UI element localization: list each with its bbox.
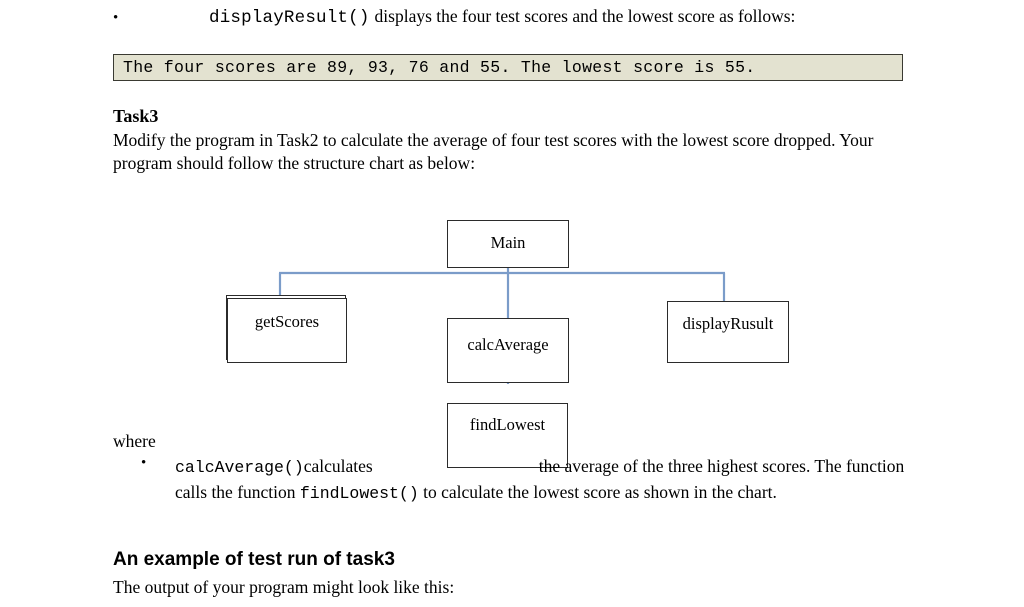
chart-node-displayrusult-label: displayRusult [682, 314, 774, 333]
bullet-display-result: • displayResult() displays the four test… [113, 6, 913, 28]
sample-output-box: The four scores are 89, 93, 76 and 55. T… [113, 54, 903, 81]
structure-chart: Main getScores getScores calcAverage dis… [0, 200, 1024, 485]
calc-average-text-2: the average of the three highest scores.… [175, 456, 905, 502]
example-run-heading: An example of test run of task3 [113, 549, 395, 570]
where-label: where [113, 431, 156, 451]
bullet-marker-icon: • [141, 455, 147, 471]
chart-node-displayrusult: displayRusult [667, 301, 789, 363]
display-result-text: displays the four test scores and the lo… [374, 6, 796, 26]
calc-average-text-3: to calculate the lowest score as shown i… [423, 482, 777, 502]
chart-node-calcaverage: calcAverage [447, 318, 569, 383]
calc-average-code: calcAverage() [175, 458, 304, 477]
example-run-subtext: The output of your program might look li… [113, 577, 455, 597]
chart-node-findlowest: findLowest [447, 403, 568, 468]
bullet-marker-icon: • [113, 10, 119, 26]
chart-node-main: Main [447, 220, 569, 268]
chart-node-calcaverage-label: calcAverage [467, 335, 549, 354]
task3-paragraph: Modify the program in Task2 to calculate… [113, 130, 874, 173]
task3-heading: Task3 [113, 106, 159, 126]
chart-node-getscores-label: getScores [254, 312, 320, 331]
sample-output-text: The four scores are 89, 93, 76 and 55. T… [123, 58, 756, 77]
chart-node-findlowest-label: findLowest [469, 415, 546, 434]
chart-node-main-label: Main [490, 233, 526, 252]
calc-average-text-1: calculates [303, 456, 373, 476]
find-lowest-code: findLowest() [299, 484, 419, 503]
display-result-code: displayResult() [209, 8, 370, 28]
chart-node-getscores: getScores [227, 298, 347, 363]
